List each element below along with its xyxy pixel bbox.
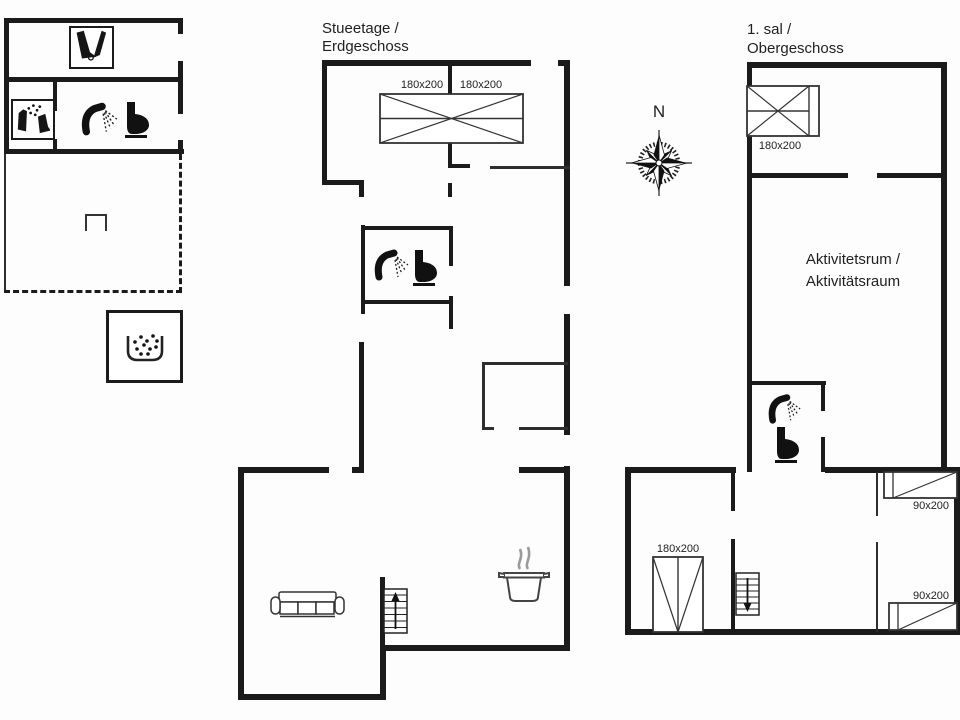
wall (825, 467, 958, 473)
wall (178, 61, 183, 114)
shower-icon (81, 102, 118, 136)
wall (482, 362, 568, 365)
bed-size-label: 180x200 (459, 79, 503, 91)
wall (731, 472, 735, 511)
wall (449, 296, 453, 329)
bed-size-label: 90x200 (912, 590, 950, 602)
wall (482, 427, 494, 430)
compass-north-label: N (652, 102, 666, 121)
wall (359, 180, 364, 197)
wall (731, 539, 735, 632)
compass-rose-icon (626, 130, 692, 196)
sofa-icon (270, 591, 345, 618)
wall (747, 381, 826, 385)
stairs-up-icon (383, 588, 408, 634)
wall (449, 226, 453, 266)
wall (238, 467, 329, 473)
wall (625, 629, 958, 635)
wall (322, 60, 531, 66)
wall (361, 226, 453, 230)
wall (4, 18, 183, 23)
wall (625, 467, 631, 635)
laundry-cupboard (11, 99, 55, 140)
shower-icon (768, 394, 801, 424)
bed-size-label: 180x200 (400, 79, 444, 91)
sauna-icon (76, 30, 107, 61)
wall (954, 467, 960, 635)
double-bed (652, 556, 704, 633)
first-floor-title-line1: 1. sal / (747, 21, 792, 38)
wall (876, 472, 878, 516)
ground-floor-title-line2: Erdgeschoss (322, 38, 409, 55)
activity-room-label-line1: Aktivitetsrum / (805, 251, 901, 268)
wall (238, 467, 244, 700)
wall (322, 180, 364, 185)
wall (448, 164, 470, 168)
wall (876, 542, 878, 632)
wall (4, 18, 9, 154)
bed-size-label: 90x200 (912, 500, 950, 512)
wall (821, 437, 825, 472)
ground-floor-title-line1: Stueetage / (322, 20, 399, 37)
terrace-marker (85, 214, 107, 231)
wall (4, 149, 184, 154)
whirlpool-icon (126, 334, 164, 362)
wall (4, 154, 6, 292)
wall (322, 60, 327, 185)
wall (747, 62, 947, 68)
double-bed (379, 93, 524, 144)
wall (564, 466, 570, 651)
wall (490, 166, 570, 169)
sauna-cabin (69, 26, 114, 69)
wall (238, 694, 386, 700)
bed-size-label: 180x200 (758, 140, 802, 152)
wall (877, 173, 947, 178)
wall (380, 645, 570, 651)
single-bed (883, 471, 958, 499)
wall (448, 183, 452, 197)
wall (747, 386, 752, 472)
first-floor-title-line2: Obergeschoss (747, 40, 844, 57)
wall (380, 646, 386, 700)
terrace-dashed-edge (179, 154, 182, 293)
toilet-icon (775, 427, 799, 463)
wall (361, 300, 449, 304)
toilet-icon (413, 250, 437, 286)
terrace-dashed-edge (4, 290, 182, 293)
wall (747, 173, 848, 178)
cooking-pot-icon (498, 546, 550, 602)
wall (352, 467, 364, 473)
wall (359, 342, 364, 472)
wall (941, 62, 947, 472)
wall (380, 577, 385, 647)
wall (53, 139, 57, 149)
stairs-down-icon (735, 572, 760, 616)
wall (821, 381, 825, 411)
laundry-icon (17, 104, 50, 134)
wall (482, 362, 485, 430)
wall (178, 18, 183, 34)
activity-room-label-line2: Aktivitätsraum (805, 273, 901, 290)
wall (747, 62, 752, 386)
wall (625, 467, 736, 473)
wall (178, 140, 183, 154)
wall (564, 60, 570, 286)
bed-size-label: 180x200 (656, 543, 700, 555)
wall (53, 82, 57, 111)
shower-icon (374, 249, 409, 281)
double-bed (746, 85, 820, 137)
single-bed (888, 602, 958, 631)
wall (4, 77, 179, 82)
wall (361, 225, 365, 314)
wall (519, 427, 568, 430)
toilet-icon (125, 102, 149, 138)
wall (564, 314, 570, 435)
wall (519, 467, 570, 473)
